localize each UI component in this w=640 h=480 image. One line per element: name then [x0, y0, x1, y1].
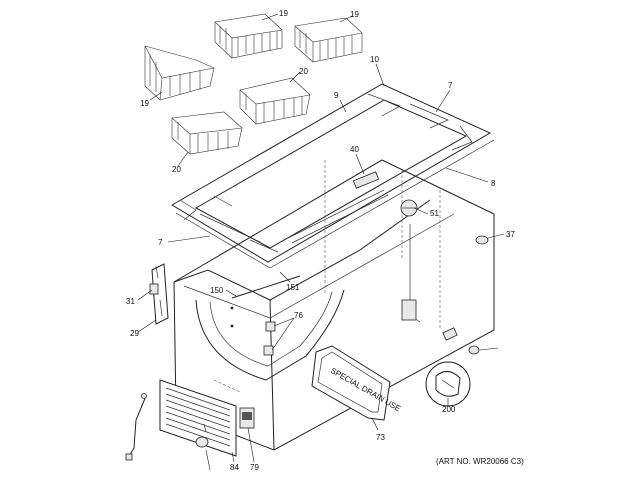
callout-84: 84: [230, 463, 239, 472]
callout-20-a: 20: [299, 67, 308, 76]
callout-37: 37: [506, 230, 515, 239]
basket-top-right: [294, 17, 363, 63]
power-cord: [125, 393, 147, 461]
callouts: 19 19 19 20 20 10 7 9 40 8 51 37 7 150 1…: [126, 9, 515, 472]
callout-29: 29: [130, 329, 139, 338]
art-number: (ART NO. WR20066 C3): [436, 457, 524, 466]
basket-top-center: [214, 13, 283, 59]
callout-200: 200: [442, 405, 456, 414]
callout-7-a: 7: [448, 81, 453, 90]
callout-150: 150: [210, 286, 224, 295]
freezer-cabinet: [173, 159, 495, 451]
callout-151: 151: [286, 283, 300, 292]
leader-lines: [137, 13, 505, 471]
callout-76: 76: [294, 311, 303, 320]
callout-19-b: 19: [350, 10, 359, 19]
callout-40: 40: [350, 145, 359, 154]
callout-19-c: 19: [140, 99, 149, 108]
callout-19-a: 19: [279, 9, 288, 18]
thermostat-control: [239, 407, 255, 429]
callout-79: 79: [250, 463, 259, 472]
callout-51: 51: [430, 209, 439, 218]
basket-left: [144, 45, 215, 101]
callout-10: 10: [370, 55, 379, 64]
lid-frame: [171, 83, 495, 269]
drain-panel: SPECIAL DRAIN USE: [311, 345, 402, 421]
lid-hinge: [149, 263, 169, 325]
callout-20-b: 20: [172, 165, 181, 174]
callout-31: 31: [126, 297, 135, 306]
grille: [159, 379, 237, 457]
callout-7-b: 7: [158, 238, 163, 247]
basket-lower-left: [171, 111, 243, 155]
callout-9: 9: [334, 91, 339, 100]
callout-8: 8: [491, 179, 496, 188]
basket-middle: [239, 77, 311, 125]
callout-73: 73: [376, 433, 385, 442]
